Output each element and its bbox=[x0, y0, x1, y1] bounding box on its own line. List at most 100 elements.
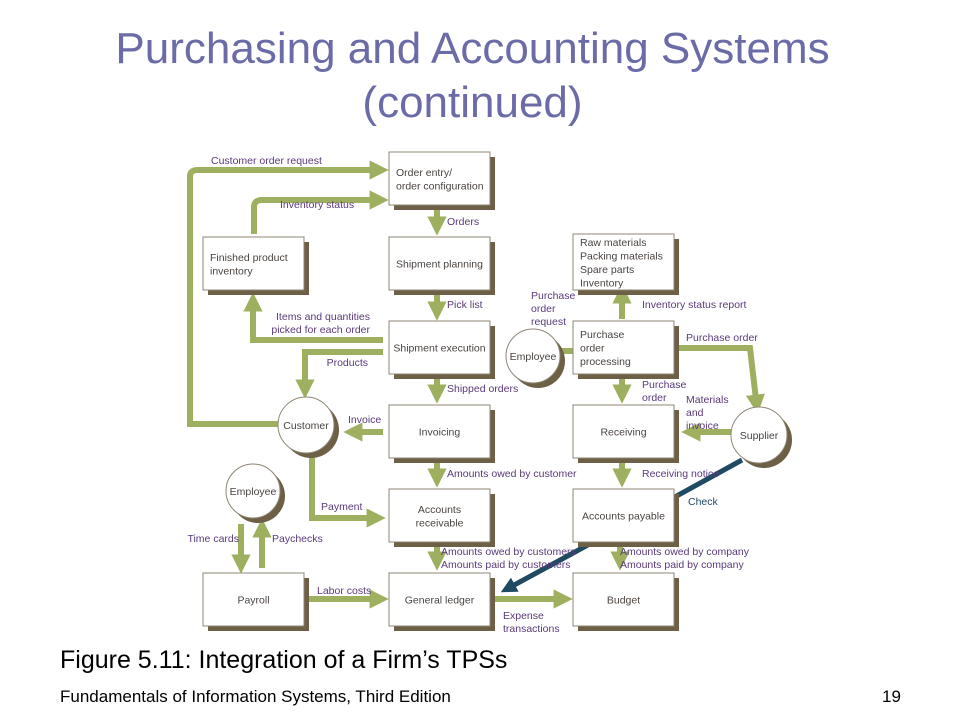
flow-label-line: Amounts owed by customers bbox=[441, 546, 576, 558]
node-label: order bbox=[580, 343, 605, 355]
flow-label-inventory-status-report: Inventory status report bbox=[642, 299, 747, 311]
flow-label-amounts-owed-customer: Amounts owed by customer bbox=[447, 468, 577, 480]
node-label: Accounts bbox=[418, 504, 461, 516]
flow-label-pick-list: Pick list bbox=[447, 299, 483, 311]
title-line-1: Purchasing and Accounting Systems bbox=[115, 24, 830, 73]
flow-label-line: Amounts owed by customer bbox=[447, 468, 577, 480]
flow-label-line: Products bbox=[327, 357, 368, 369]
node-box bbox=[202, 236, 305, 291]
node-label: Accounts payable bbox=[582, 511, 665, 523]
node-label: Finished product bbox=[210, 252, 288, 264]
page-number: 19 bbox=[882, 687, 901, 706]
entity-label: Customer bbox=[283, 420, 329, 432]
flow-label-line: Amounts paid by company bbox=[620, 559, 744, 571]
flow-label-line: Inventory status report bbox=[642, 299, 747, 311]
flow-label-line: Shipped orders bbox=[447, 383, 518, 395]
node-label: Invoicing bbox=[419, 427, 461, 439]
products-arrow bbox=[295, 349, 383, 399]
flow-label-line: request bbox=[531, 316, 566, 328]
node-box bbox=[572, 488, 675, 543]
node-shipment-planning: Shipment planning bbox=[388, 236, 495, 295]
flow-label-line: Purchase order bbox=[686, 332, 758, 344]
node-shipment-execution: Shipment execution bbox=[388, 320, 495, 379]
node-label: Receiving bbox=[600, 427, 646, 439]
diagram-nodes: Order entry/order configurationFinished … bbox=[202, 151, 792, 631]
figure-caption: Figure 5.11: Integration of a Firm’s TPS… bbox=[60, 646, 508, 674]
flow-label-receiving-notice: Receiving notice bbox=[642, 468, 719, 480]
node-box bbox=[572, 233, 675, 291]
node-box bbox=[572, 572, 675, 627]
title-line-2: (continued) bbox=[362, 78, 583, 127]
flow-label-line: Amounts owed by company bbox=[620, 546, 750, 558]
flow-label-line: Invoice bbox=[348, 414, 381, 426]
flow-label-line: Time cards bbox=[187, 533, 239, 545]
flow-label-inventory-status: Inventory status bbox=[280, 199, 354, 211]
slide-title: Purchasing and Accounting Systems (conti… bbox=[0, 22, 945, 130]
entity-circle bbox=[277, 396, 335, 454]
flow-label-products: Products bbox=[327, 357, 368, 369]
flow-label-line: Check bbox=[688, 496, 719, 508]
node-invoicing: Invoicing bbox=[388, 404, 495, 463]
footer-text: Fundamentals of Information Systems, Thi… bbox=[60, 687, 451, 706]
flow-label-line: Purchase bbox=[642, 379, 687, 391]
flow-label-payment: Payment bbox=[321, 501, 363, 513]
flow-label-line: Paychecks bbox=[272, 533, 323, 545]
flow-label-line: Customer order request bbox=[211, 155, 322, 167]
flow-label-labor-costs: Labor costs bbox=[317, 585, 371, 597]
flow-label-orders: Orders bbox=[447, 216, 479, 228]
node-label: Shipment execution bbox=[393, 343, 485, 355]
node-label: receivable bbox=[416, 517, 464, 529]
node-label: inventory bbox=[210, 265, 253, 277]
node-accounts-payable: Accounts payable bbox=[572, 488, 679, 547]
flow-label-line: Payment bbox=[321, 501, 363, 513]
flow-label-line: Pick list bbox=[447, 299, 483, 311]
entity-customer: Customer bbox=[277, 396, 339, 458]
entity-circle bbox=[225, 463, 281, 519]
flow-label-time-cards: Time cards bbox=[187, 533, 239, 545]
node-box bbox=[388, 404, 491, 459]
node-box bbox=[388, 320, 491, 375]
customer-order-request-arrow bbox=[187, 160, 389, 427]
inventory-status-arrow bbox=[251, 190, 389, 234]
flow-label-line: Receiving notice bbox=[642, 468, 719, 480]
node-box bbox=[572, 320, 675, 375]
flow-label-line: invoice bbox=[686, 420, 719, 432]
node-box bbox=[572, 404, 675, 459]
flow-label-purchase-order: Purchase order bbox=[686, 332, 758, 344]
node-payroll: Payroll bbox=[202, 572, 309, 631]
node-box bbox=[388, 151, 491, 206]
entity-employee-left: Employee bbox=[225, 463, 285, 523]
node-label: Raw materials bbox=[580, 237, 647, 249]
node-label: Inventory bbox=[580, 277, 624, 289]
entity-supplier: Supplier bbox=[730, 406, 792, 468]
flow-label-line: transactions bbox=[503, 623, 560, 635]
node-label: order configuration bbox=[396, 180, 484, 192]
node-box bbox=[388, 488, 491, 543]
flow-label-customer-order-request: Customer order request bbox=[211, 155, 322, 167]
node-label: processing bbox=[580, 356, 631, 368]
flow-label-line: Amounts paid by customers bbox=[441, 559, 571, 571]
node-label: General ledger bbox=[405, 595, 475, 607]
node-general-ledger: General ledger bbox=[388, 572, 495, 631]
flow-label-line: Expense bbox=[503, 610, 544, 622]
node-label: Purchase bbox=[580, 329, 625, 341]
check-arrow bbox=[500, 457, 744, 593]
node-label: Shipment planning bbox=[396, 259, 483, 271]
entity-label: Employee bbox=[510, 351, 557, 363]
node-label: Payroll bbox=[237, 595, 269, 607]
node-box bbox=[388, 236, 491, 291]
flow-label-shipped-orders: Shipped orders bbox=[447, 383, 518, 395]
flow-label-line: Orders bbox=[447, 216, 479, 228]
